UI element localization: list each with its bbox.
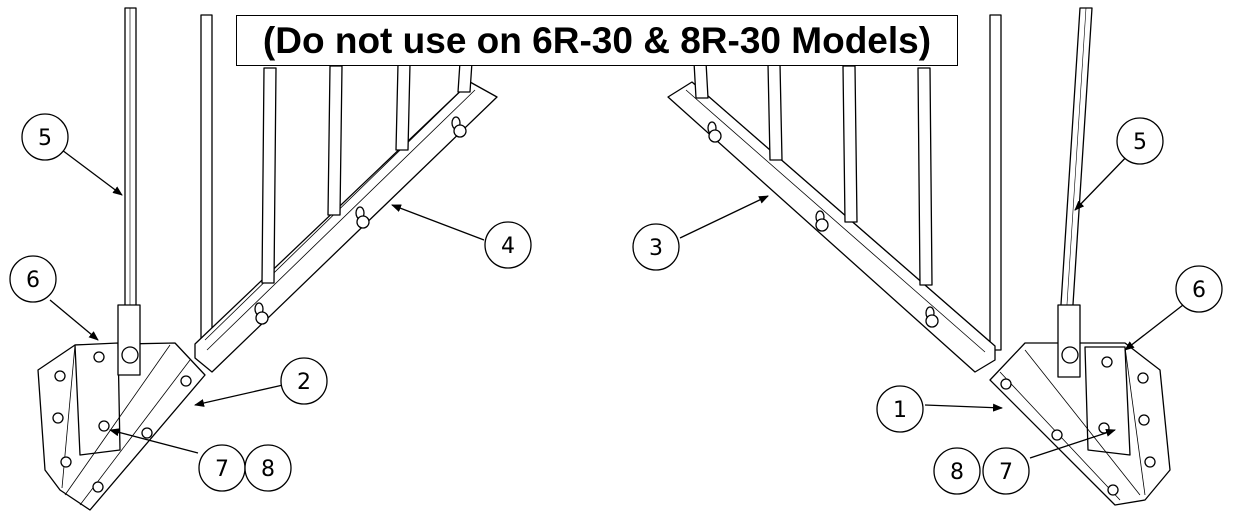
leader-5-right xyxy=(1074,149,1134,211)
leader-2 xyxy=(194,384,284,407)
leader-6-left xyxy=(49,299,99,341)
warning-banner: (Do not use on 6R-30 & 8R-30 Models) xyxy=(236,15,958,66)
leader-7-left xyxy=(109,428,199,454)
right-upright-rod xyxy=(1059,7,1093,321)
left-tines xyxy=(261,61,473,284)
leader-6-right xyxy=(1124,304,1184,351)
right-bracket-assembly xyxy=(989,304,1171,506)
warning-banner-text: (Do not use on 6R-30 & 8R-30 Models) xyxy=(262,19,932,61)
leader-1 xyxy=(924,403,1003,412)
svg-text:8: 8 xyxy=(261,457,275,482)
right-angled-bar xyxy=(667,81,996,373)
callout-7-right: 7 xyxy=(982,447,1030,495)
svg-text:5: 5 xyxy=(38,126,52,151)
svg-text:2: 2 xyxy=(297,370,311,395)
leader-3 xyxy=(679,195,769,239)
svg-text:6: 6 xyxy=(26,268,40,293)
left-bracket-assembly xyxy=(37,304,206,511)
svg-text:3: 3 xyxy=(649,236,663,261)
leader-5-left xyxy=(61,149,123,196)
callout-5-right: 5 xyxy=(1116,117,1164,165)
callout-8-left: 8 xyxy=(244,444,292,492)
callout-1: 1 xyxy=(876,385,924,433)
svg-text:6: 6 xyxy=(1192,278,1206,303)
svg-text:5: 5 xyxy=(1133,130,1147,155)
callout-2: 2 xyxy=(280,357,328,405)
callout-6-left: 6 xyxy=(9,255,57,303)
callout-5-left: 5 xyxy=(21,113,69,161)
svg-text:4: 4 xyxy=(501,234,515,259)
callout-4: 4 xyxy=(484,221,532,269)
svg-text:1: 1 xyxy=(893,398,907,423)
leader-4 xyxy=(391,204,485,241)
svg-text:7: 7 xyxy=(999,460,1013,485)
left-angled-bar xyxy=(194,81,498,373)
right-tines xyxy=(693,61,933,286)
right-pins xyxy=(707,121,939,328)
callout-7-left: 7 xyxy=(198,444,246,492)
callout-8-right: 8 xyxy=(933,447,981,495)
left-pins xyxy=(254,116,467,325)
right-outer-post xyxy=(989,14,1002,351)
leader-7-right xyxy=(1029,429,1116,459)
svg-text:7: 7 xyxy=(215,457,229,482)
left-upright-rod xyxy=(124,7,137,309)
left-outer-post xyxy=(200,14,213,346)
callout-3: 3 xyxy=(632,223,680,271)
svg-text:8: 8 xyxy=(950,460,964,485)
callout-6-right: 6 xyxy=(1175,265,1223,313)
